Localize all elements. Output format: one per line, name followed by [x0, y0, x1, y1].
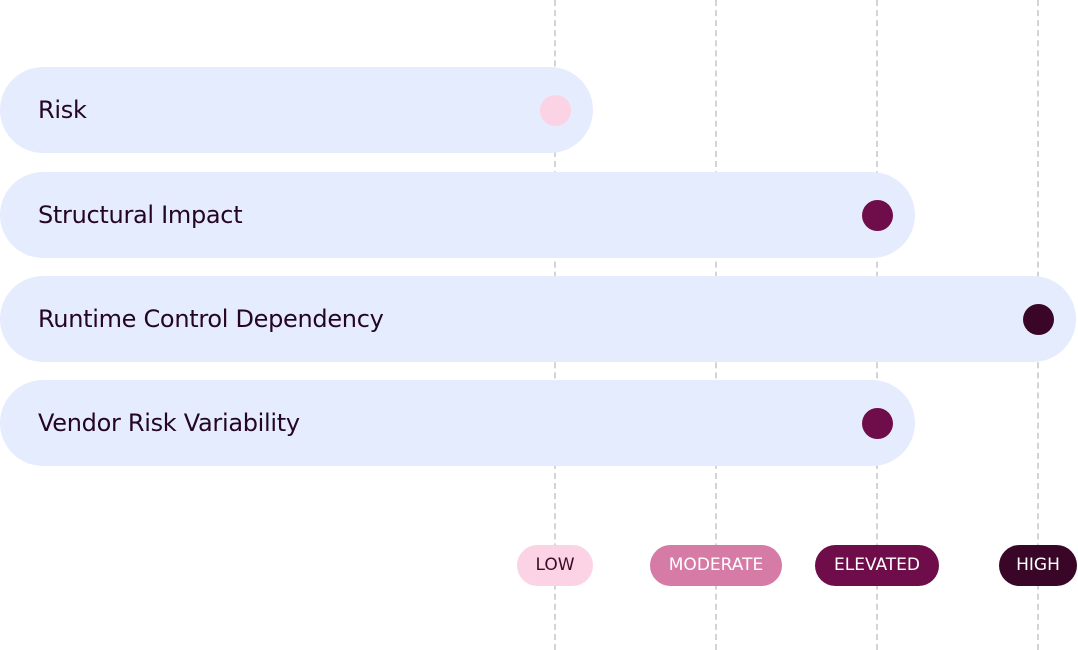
- legend-pill-high: HIGH: [999, 545, 1077, 586]
- legend-pill-elevated: ELEVATED: [815, 545, 939, 586]
- bar-label: Runtime Control Dependency: [38, 305, 384, 333]
- bar-label: Structural Impact: [38, 201, 243, 229]
- level-marker-elevated: [861, 407, 893, 439]
- bar-label: Risk: [38, 96, 87, 124]
- bar-risk: Risk: [0, 67, 593, 153]
- legend-pill-moderate: MODERATE: [650, 545, 782, 586]
- legend-pill-low: LOW: [517, 545, 593, 586]
- level-marker-high: [1022, 303, 1054, 335]
- bar-vendor-risk-variability: Vendor Risk Variability: [0, 380, 915, 466]
- bar-label: Vendor Risk Variability: [38, 409, 300, 437]
- bar-structural-impact: Structural Impact: [0, 172, 915, 258]
- level-marker-low: [539, 94, 571, 126]
- level-marker-elevated: [861, 199, 893, 231]
- bar-runtime-control-dependency: Runtime Control Dependency: [0, 276, 1076, 362]
